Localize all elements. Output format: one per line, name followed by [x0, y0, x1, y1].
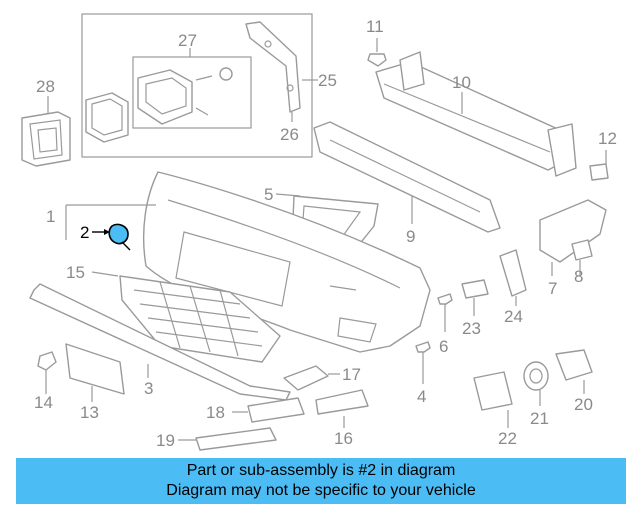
- part-17-trim[interactable]: [283, 365, 340, 391]
- callout-16: 16: [334, 429, 353, 448]
- callouts: 1 2 3 4 5 6 7 8 9 10 11 12 13 14 15 16 1…: [34, 17, 617, 450]
- callout-15: 15: [66, 263, 85, 282]
- callout-25: 25: [318, 71, 337, 90]
- inset-box: [81, 13, 313, 158]
- callout-6: 6: [439, 337, 448, 356]
- callout-8: 8: [574, 267, 583, 286]
- part-3-spoiler[interactable]: [29, 283, 291, 401]
- callout-24: 24: [504, 307, 523, 326]
- callout-10: 10: [452, 73, 471, 92]
- part-12-bolt[interactable]: [589, 150, 609, 181]
- callout-21: 21: [530, 409, 549, 428]
- callout-26: 26: [280, 125, 299, 144]
- callout-20: 20: [574, 395, 593, 414]
- callout-14: 14: [34, 393, 53, 412]
- part-20-sensor[interactable]: [555, 349, 593, 394]
- part-27-module[interactable]: [85, 67, 233, 143]
- part-10-bumper-beam[interactable]: [375, 51, 577, 177]
- part-2-clip-highlighted[interactable]: [92, 223, 131, 251]
- part-9-energy-absorber[interactable]: [313, 121, 501, 233]
- part-24-bracket[interactable]: [499, 249, 527, 306]
- part-15-lower-grille[interactable]: [91, 271, 281, 363]
- callout-13: 13: [80, 403, 99, 422]
- part-22-sensor-bracket[interactable]: [473, 371, 513, 428]
- part-16-trim[interactable]: [315, 389, 369, 428]
- part-8-sensor-clip[interactable]: [571, 239, 593, 276]
- info-banner: Part or sub-assembly is #2 in diagram Di…: [16, 458, 626, 504]
- callout-3: 3: [144, 379, 153, 398]
- callout-2: 2: [80, 223, 89, 242]
- part-28-sensor-housing[interactable]: [21, 96, 71, 167]
- banner-line-2: Diagram may not be specific to your vehi…: [166, 482, 476, 499]
- callout-17: 17: [342, 365, 361, 384]
- callout-18: 18: [206, 403, 225, 422]
- callout-28: 28: [36, 77, 55, 96]
- part-14-fastener[interactable]: [37, 351, 57, 394]
- callout-12: 12: [598, 129, 617, 148]
- part-13-license-bracket[interactable]: [65, 343, 125, 402]
- part-1-bumper-cover[interactable]: [65, 171, 431, 353]
- part-6-screw[interactable]: [437, 293, 453, 332]
- callout-22: 22: [498, 429, 517, 448]
- part-23-clip[interactable]: [461, 279, 489, 316]
- callout-5: 5: [264, 185, 273, 204]
- callout-4: 4: [417, 387, 426, 406]
- part-18-trim[interactable]: [232, 397, 305, 423]
- callout-23: 23: [462, 319, 481, 338]
- part-25-bracket[interactable]: [245, 21, 318, 122]
- callout-7: 7: [548, 279, 557, 298]
- part-19-trim[interactable]: [178, 427, 277, 451]
- part-7-bracket[interactable]: [539, 199, 607, 276]
- callout-11: 11: [366, 17, 384, 36]
- part-21-sensor-ring[interactable]: [523, 361, 549, 406]
- part-11-bolt[interactable]: [367, 38, 387, 67]
- callout-27: 27: [178, 31, 197, 50]
- callout-9: 9: [406, 227, 415, 246]
- callout-19: 19: [156, 431, 175, 450]
- callout-1: 1: [46, 207, 55, 226]
- part-4-screw[interactable]: [415, 341, 431, 384]
- banner-line-1: Part or sub-assembly is #2 in diagram: [186, 462, 456, 479]
